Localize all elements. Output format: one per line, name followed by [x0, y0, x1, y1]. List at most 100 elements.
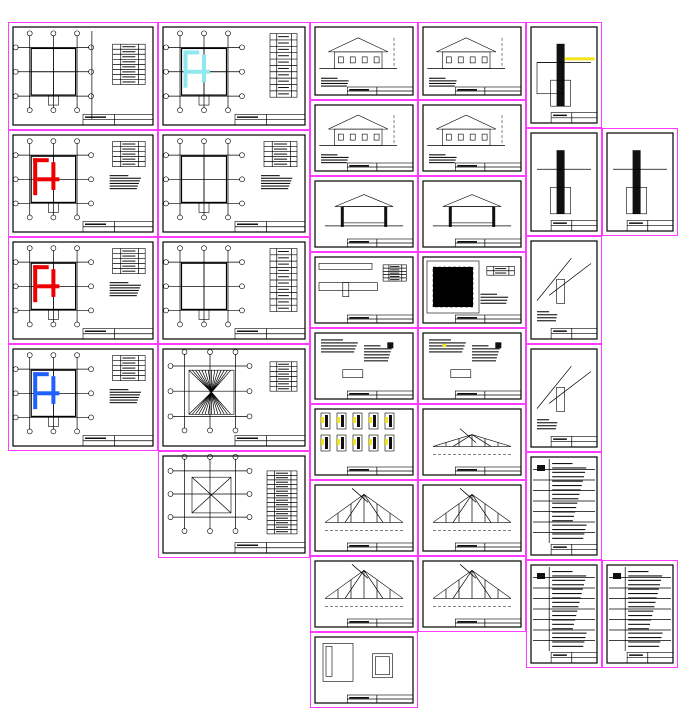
sheet-c5-1[interactable] [526, 22, 602, 128]
sheet-frame [314, 26, 414, 96]
sheet-c2-2[interactable] [158, 130, 310, 237]
sheet-drawing [314, 332, 414, 400]
sheet-frame [422, 104, 522, 172]
sheet-drawing [162, 134, 306, 233]
sheet-frame [162, 241, 306, 340]
text-notes [628, 571, 663, 647]
floor-plan [30, 155, 77, 213]
detail-node [495, 342, 502, 349]
floor-plan [30, 369, 77, 427]
schedule-table [269, 248, 298, 312]
sheet-c4-1[interactable] [418, 22, 526, 100]
sheet-c3-9[interactable] [310, 632, 418, 708]
sheet-drawing [606, 564, 674, 664]
title-block [346, 618, 414, 628]
title-block [346, 542, 414, 552]
sheet-frame [530, 240, 598, 340]
title-block [454, 390, 522, 400]
sheet-drawing [314, 180, 414, 248]
sheet-c5-5[interactable] [526, 452, 602, 560]
axis-grid [163, 30, 245, 113]
sheet-drawing [162, 241, 306, 340]
sheet-c1-1[interactable] [8, 22, 158, 130]
floor-plan [180, 262, 228, 320]
title-block [454, 542, 522, 552]
sheet-c4-5[interactable] [418, 328, 526, 404]
text-notes [321, 339, 358, 353]
spec-table [533, 567, 595, 651]
sheet-c5-3[interactable] [526, 236, 602, 344]
truss-drawing [432, 564, 512, 607]
sheet-c2-5[interactable] [158, 451, 310, 558]
sheet-c3-4[interactable] [310, 252, 418, 328]
sheet-c3-6[interactable] [310, 404, 418, 480]
detail-part [450, 369, 472, 379]
sheet-frame [314, 180, 414, 248]
title-block [346, 314, 414, 324]
sheet-c3-3[interactable] [310, 176, 418, 252]
sheet-drawing [162, 348, 306, 447]
sheet-c4-6[interactable] [418, 404, 526, 480]
text-notes [321, 77, 349, 87]
schedule-table [263, 141, 298, 168]
sheet-c5-2[interactable] [526, 128, 602, 236]
schedule-table [112, 43, 146, 85]
sheet-c6-2[interactable] [602, 560, 678, 668]
sheet-c3-8[interactable] [310, 556, 418, 632]
sheet-c4-2[interactable] [418, 100, 526, 176]
sheet-c1-4[interactable] [8, 344, 158, 451]
sheet-drawing [12, 26, 154, 126]
elevation-drawing [319, 37, 398, 69]
title-block [82, 328, 154, 340]
sheet-c3-1[interactable] [310, 22, 418, 100]
title-block [454, 618, 522, 628]
text-notes [552, 463, 587, 539]
sheet-c3-7[interactable] [310, 480, 418, 556]
sheet-frame [530, 456, 598, 556]
sheet-drawing [422, 332, 522, 400]
detail-part [342, 369, 364, 379]
sheet-drawing [314, 408, 414, 476]
sheet-frame [162, 26, 306, 126]
sheet-c6-1[interactable] [602, 128, 678, 236]
sheet-c4-4[interactable] [418, 252, 526, 328]
sheet-c1-2[interactable] [8, 130, 158, 237]
text-notes [480, 293, 509, 304]
sheet-drawing [162, 26, 306, 126]
sheet-c1-3[interactable] [8, 237, 158, 344]
elevation-drawing [319, 114, 398, 146]
text-notes [109, 282, 141, 297]
sheet-c4-3[interactable] [418, 176, 526, 252]
sheet-c2-3[interactable] [158, 237, 310, 344]
sheet-c4-7[interactable] [418, 480, 526, 556]
sheet-c2-4[interactable] [158, 344, 310, 451]
sheet-c5-4[interactable] [526, 344, 602, 452]
axis-grid [167, 454, 253, 534]
window-detail [322, 643, 393, 682]
sheet-c5-6[interactable] [526, 560, 602, 668]
sheet-drawing [530, 132, 598, 232]
sheet-frame [12, 26, 154, 126]
sheet-drawing [12, 241, 154, 340]
text-notes [537, 311, 558, 322]
text-notes [537, 419, 558, 430]
title-block [550, 652, 598, 664]
text-notes [321, 154, 349, 164]
sheet-c3-2[interactable] [310, 100, 418, 176]
text-notes [429, 339, 466, 353]
floor-plan [180, 155, 228, 213]
sheet-c3-5[interactable] [310, 328, 418, 404]
text-notes [429, 77, 457, 87]
sheet-drawing [314, 560, 414, 628]
truss-drawing [432, 488, 512, 531]
roof-node-detail [536, 365, 592, 412]
sheet-frame [314, 104, 414, 172]
sheet-c2-1[interactable] [158, 22, 310, 130]
roof-diagonal-drawing [191, 476, 232, 514]
title-block [346, 466, 414, 476]
sheet-c4-8[interactable] [418, 556, 526, 632]
sheet-drawing [422, 408, 522, 476]
spec-table [609, 567, 671, 651]
sheet-drawing [530, 240, 598, 340]
section-drawing [324, 194, 404, 227]
